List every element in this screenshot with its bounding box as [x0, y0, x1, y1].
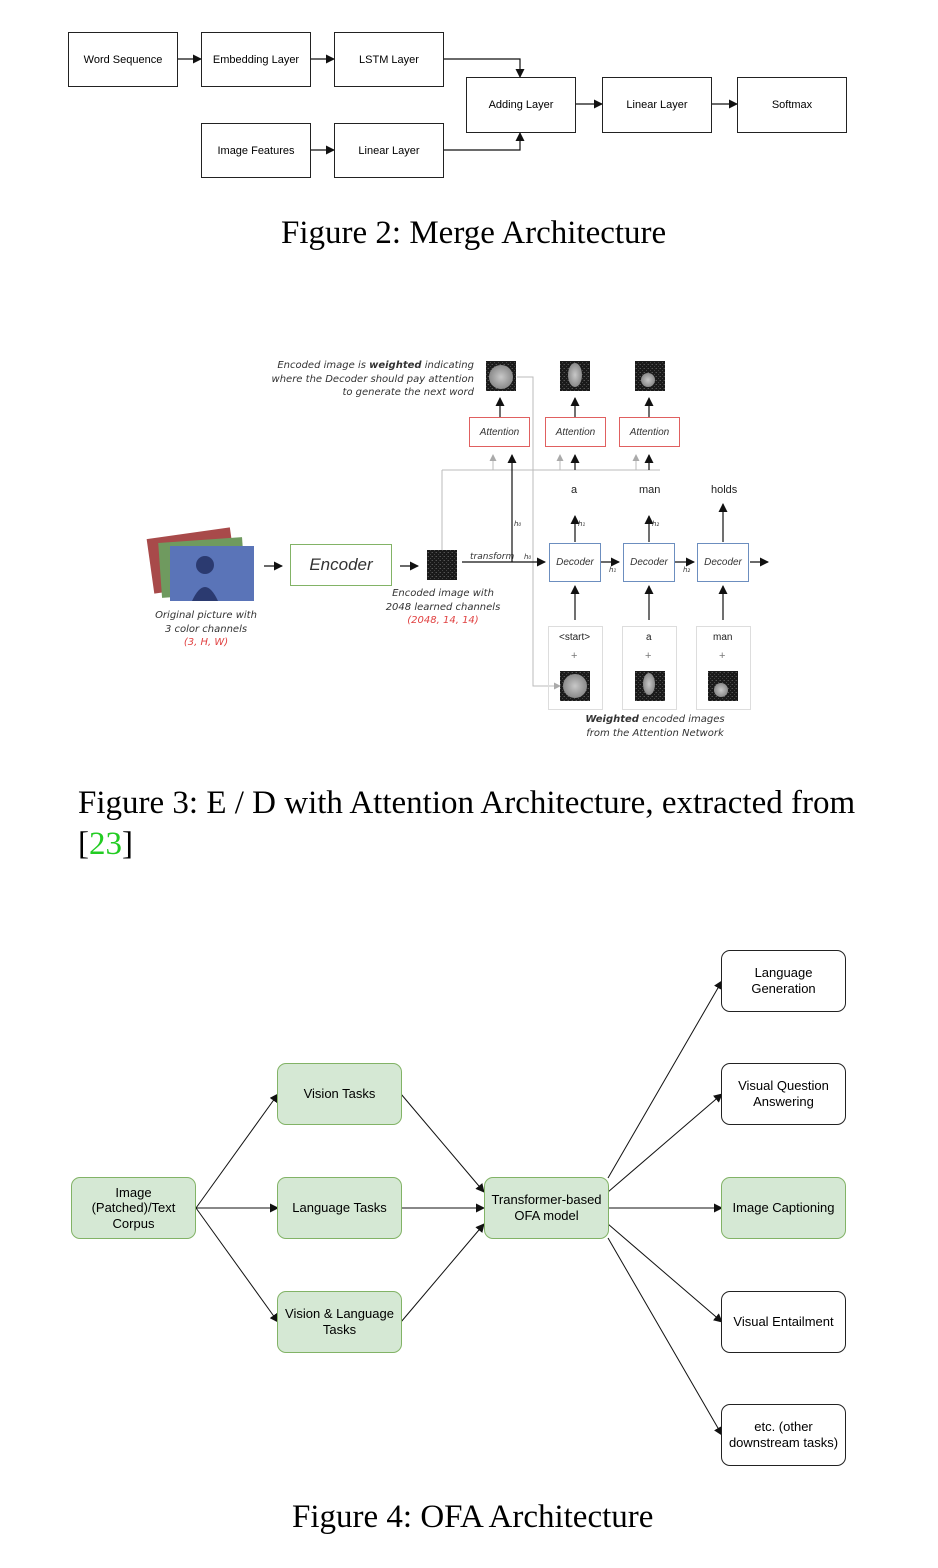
- citation-link[interactable]: 23: [89, 826, 122, 862]
- fig2-arrows: [177, 54, 738, 155]
- softmax-node: Softmax: [737, 77, 847, 133]
- decoder-node-3: Decoder: [697, 543, 749, 582]
- fig3-graphics: [146, 361, 769, 701]
- note-text-line2: where the Decoder should pay attention: [271, 373, 474, 385]
- decoder-node-2: Decoder: [623, 543, 675, 582]
- linear-layer-node-2: Linear Layer: [602, 77, 712, 133]
- weighted-rest: encoded images: [638, 714, 725, 725]
- plus-sign-3: +: [719, 650, 726, 662]
- ofa-model-node: Transformer-based OFA model: [484, 1177, 609, 1239]
- adding-layer-node: Adding Layer: [466, 77, 576, 133]
- figure-3-caption-text: Figure 3: E / D with Attention Architect…: [78, 785, 856, 821]
- input-token-3: man: [713, 632, 733, 643]
- ref-close: ]: [122, 826, 133, 862]
- visual-entailment-node: Visual Entailment: [721, 1291, 846, 1353]
- enc-dims: (2048, 14, 14): [407, 615, 479, 626]
- output-word-3: holds: [711, 484, 738, 496]
- input-pad-2: [622, 626, 677, 710]
- figure-3-caption-ref: [23]: [78, 826, 133, 863]
- image-features-node: Image Features: [201, 123, 311, 178]
- lstm-layer-node: LSTM Layer: [334, 32, 444, 87]
- embedding-layer-node: Embedding Layer: [201, 32, 311, 87]
- figure-4-caption: Figure 4: OFA Architecture: [292, 1499, 654, 1535]
- language-tasks-node: Language Tasks: [277, 1177, 402, 1239]
- input-pad-3: [696, 626, 751, 710]
- input-pad-1: [548, 626, 603, 710]
- ref-open: [: [78, 826, 89, 862]
- transform-label: transform: [470, 552, 515, 562]
- weighted-bold: Weighted: [585, 714, 639, 725]
- input-token-1: <start>: [559, 632, 591, 643]
- encoder-node: Encoder: [290, 544, 392, 586]
- linear-layer-node-1: Linear Layer: [334, 123, 444, 178]
- figure-3-caption: Figure 3: E / D with Attention Architect…: [78, 785, 855, 822]
- encoded-image: [427, 550, 457, 580]
- orig-line1: Original picture with: [155, 610, 257, 621]
- h2-label: h₂: [683, 566, 691, 574]
- weighted-images-note: Weighted encoded images from the Attenti…: [570, 713, 740, 740]
- figure-2-caption: Figure 2: Merge Architecture: [281, 215, 667, 251]
- note-text-pre: Encoded image is: [277, 360, 370, 371]
- output-word-1: a: [571, 484, 578, 496]
- plus-sign-2: +: [645, 650, 652, 662]
- image-captioning-node: Image Captioning: [721, 1177, 846, 1239]
- attention-node-2: Attention: [545, 417, 606, 447]
- h0-label-vertical: h₀: [514, 520, 522, 528]
- weighted-image-note: Encoded image is weighted indicating whe…: [270, 359, 474, 400]
- vqa-node: Visual Question Answering: [721, 1063, 846, 1125]
- corpus-node: Image (Patched)/Text Corpus: [71, 1177, 196, 1239]
- language-generation-node: Language Generation: [721, 950, 846, 1012]
- attention-node-3: Attention: [619, 417, 680, 447]
- encoded-image-note: Encoded image with 2048 learned channels…: [378, 587, 508, 628]
- note-text-bold: weighted: [369, 360, 422, 371]
- enc-line2: 2048 learned channels: [385, 601, 501, 613]
- plus-sign-1: +: [571, 650, 578, 662]
- note-text-post: indicating: [421, 360, 474, 371]
- decoder-node-1: Decoder: [549, 543, 601, 582]
- weighted-line2: from the Attention Network: [586, 727, 724, 739]
- note-text-line3: to generate the next word: [342, 387, 474, 398]
- fig4-arrows: [195, 980, 723, 1436]
- h1-label: h₁: [609, 566, 617, 574]
- orig-line2: 3 color channels: [164, 623, 248, 635]
- input-token-2: a: [646, 632, 652, 643]
- attention-node-1: Attention: [469, 417, 530, 447]
- vision-language-tasks-node: Vision & Language Tasks: [277, 1291, 402, 1353]
- etc-tasks-node: etc. (other downstream tasks): [721, 1404, 846, 1466]
- word-sequence-node: Word Sequence: [68, 32, 178, 87]
- enc-line1: Encoded image with: [392, 588, 494, 599]
- h2-label-vertical: h₂: [652, 520, 660, 528]
- orig-dims: (3, H, W): [183, 637, 229, 648]
- original-picture-note: Original picture with 3 color channels (…: [140, 609, 272, 650]
- h0-label: h₀: [524, 553, 532, 561]
- output-word-2: man: [639, 484, 661, 496]
- vision-tasks-node: Vision Tasks: [277, 1063, 402, 1125]
- h1-label-vertical: h₁: [578, 520, 586, 528]
